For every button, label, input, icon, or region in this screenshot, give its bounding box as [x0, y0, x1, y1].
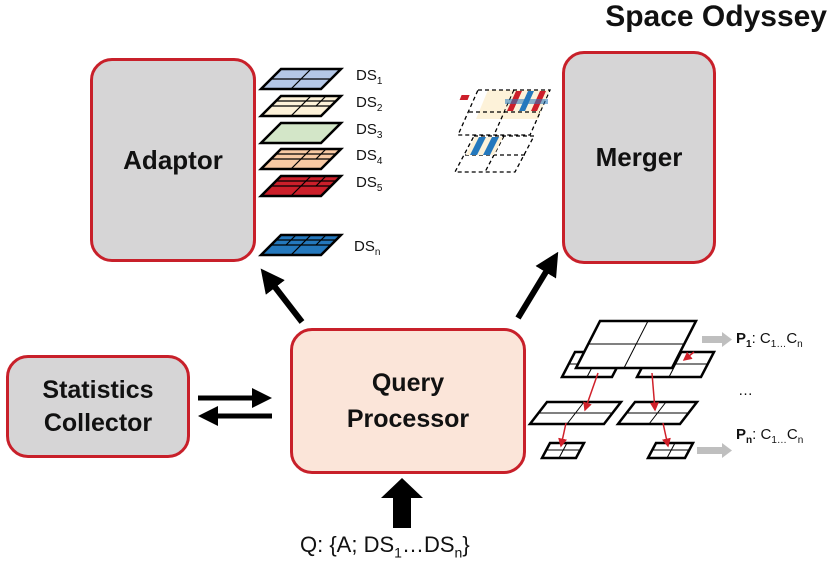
- c1: C: [759, 330, 771, 347]
- dataset-label-3: DS3: [356, 121, 382, 141]
- c1-sub: 1: [771, 435, 777, 446]
- dataset-sub: 2: [376, 103, 383, 114]
- cn-sub: n: [797, 339, 803, 350]
- dataset-sub: n: [374, 247, 381, 258]
- query-processor-box: Query Processor: [290, 328, 526, 474]
- dataset-layer-3: [257, 121, 345, 145]
- p-first-sub: 1: [746, 339, 752, 350]
- dataset-layer-4: [257, 147, 345, 171]
- qp-label-line1: Query: [371, 368, 445, 397]
- dataset-sub: 4: [376, 156, 383, 167]
- dataset-prefix: DS: [356, 67, 377, 84]
- dataset-prefix: DS: [356, 94, 377, 111]
- dataset-sub: 1: [376, 76, 383, 87]
- p-first: P: [736, 330, 747, 347]
- sep: :: [751, 330, 760, 347]
- partition-red-arrows: [558, 351, 695, 448]
- dots: …: [776, 435, 787, 446]
- partition-label-last: Pn: C1…Cn: [736, 426, 803, 446]
- cn: C: [786, 426, 798, 443]
- p-last: P: [736, 426, 747, 443]
- dataset-sub: 5: [376, 183, 383, 194]
- statistics-collector-box: Statistics Collector: [6, 355, 190, 458]
- dataset-label-2: DS2: [356, 94, 382, 114]
- dataset-layer-1: [257, 67, 345, 91]
- adaptor-label: Adaptor: [123, 144, 223, 175]
- p-last-sub: n: [746, 435, 753, 446]
- dataset-prefix: DS: [356, 121, 377, 138]
- arrow-query-to-qp: [381, 478, 423, 528]
- partition-ellipsis: …: [738, 382, 753, 399]
- dataset-prefix: DS: [354, 238, 375, 255]
- partition-label-first: P1: C1…Cn: [736, 330, 803, 350]
- arrow-qp-to-merger: [515, 251, 559, 320]
- c1-sub: 1: [770, 339, 777, 350]
- query-suffix: }: [462, 532, 470, 557]
- query-sub1: 1: [394, 544, 402, 561]
- dataset-prefix: DS: [356, 147, 377, 164]
- adaptor-box: Adaptor: [90, 58, 256, 262]
- merged-fragment-top: [456, 89, 552, 136]
- dataset-layer-5: [257, 174, 345, 198]
- dataset-layer-2: [257, 94, 345, 118]
- stats-label-line1: Statistics: [42, 376, 154, 404]
- arrow-qp-to-adaptor: [260, 268, 305, 324]
- dots: …: [776, 339, 787, 350]
- dataset-label-4: DS4: [356, 147, 382, 167]
- dataset-sub: 3: [376, 130, 383, 141]
- dataset-prefix: DS: [356, 174, 377, 191]
- partition-gray-arrows: [697, 332, 732, 458]
- dataset-layer-n: [257, 233, 345, 257]
- query-subn: n: [454, 544, 463, 561]
- merger-label: Merger: [595, 142, 683, 172]
- dataset-label-n: DSn: [354, 238, 380, 258]
- c1: C: [760, 426, 772, 443]
- query-prefix: Q: {A; DS: [300, 532, 395, 557]
- diagram-title: Space Odyssey: [605, 0, 827, 33]
- dataset-label-1: DS1: [356, 67, 382, 87]
- merged-fragment-bottom: [453, 135, 536, 173]
- cn-sub: n: [797, 435, 804, 446]
- partition-tree: [527, 319, 717, 460]
- merger-box: Merger: [562, 51, 716, 264]
- cn: C: [786, 330, 798, 347]
- query-label: Q: {A; DS1…DSn}: [300, 532, 470, 560]
- stats-label-line2: Collector: [43, 408, 153, 437]
- sep: :: [752, 426, 761, 443]
- query-mid: …DS: [401, 532, 455, 557]
- qp-label-line2: Processor: [346, 405, 470, 433]
- dataset-label-5: DS5: [356, 174, 382, 194]
